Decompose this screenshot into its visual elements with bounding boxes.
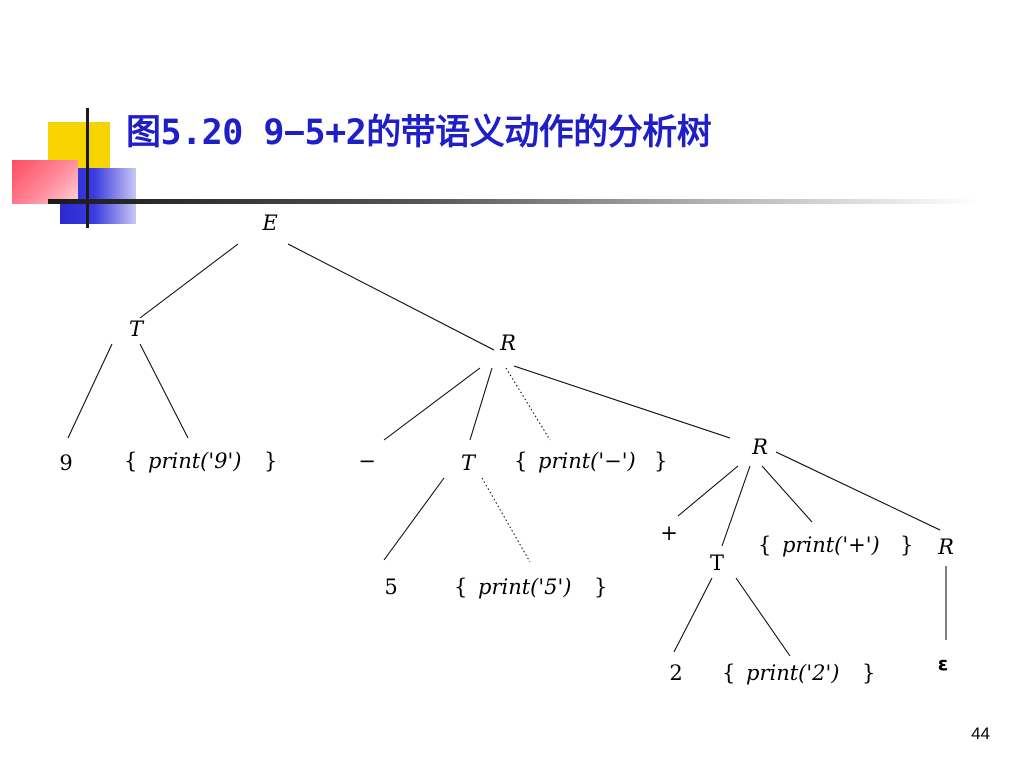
action-print-2: { print('2') } xyxy=(722,661,875,685)
node-T: T xyxy=(129,317,145,341)
edge-R-R xyxy=(513,365,731,439)
action-text: print('+') xyxy=(782,533,880,557)
title-underline xyxy=(48,199,978,204)
node-R: R xyxy=(499,331,516,355)
action-text: print('9') xyxy=(148,449,241,473)
edge-T-9 xyxy=(67,343,113,439)
edge-R-R2 xyxy=(775,451,941,531)
action-print-minus: { print('−') } xyxy=(514,449,667,473)
decor-red-square xyxy=(12,160,78,204)
leaf-plus: + xyxy=(660,521,678,545)
edge-T-2 xyxy=(673,577,713,653)
tree-edges xyxy=(67,243,947,657)
edge-R-actionMinus xyxy=(505,367,551,441)
action-print-5: { print('5') } xyxy=(454,575,607,599)
edge-T-action5 xyxy=(481,477,531,563)
edge-E-R xyxy=(287,243,495,351)
leaf-minus: − xyxy=(358,449,376,473)
action-print-9: { print('9') } xyxy=(124,449,277,473)
node-T-3: T xyxy=(710,551,724,575)
page-number: 44 xyxy=(971,724,990,743)
action-text: print('2') xyxy=(746,661,839,685)
node-R-3: R xyxy=(937,535,954,559)
edge-R-minus xyxy=(383,367,481,441)
edge-E-T xyxy=(139,243,239,319)
node-T-2: T xyxy=(461,451,477,475)
action-open-brace: { xyxy=(722,661,735,685)
edge-T-action9 xyxy=(139,343,189,439)
action-open-brace: { xyxy=(124,449,137,473)
action-open-brace: { xyxy=(758,533,771,557)
action-close-brace: } xyxy=(264,449,277,473)
node-R-2: R xyxy=(751,435,768,459)
edge-T-5 xyxy=(383,477,445,561)
action-close-brace: } xyxy=(862,661,875,685)
action-text: print('5') xyxy=(478,575,571,599)
action-open-brace: { xyxy=(514,449,527,473)
edge-R-T xyxy=(469,367,493,441)
action-close-brace: } xyxy=(654,449,667,473)
action-open-brace: { xyxy=(454,575,467,599)
edge-T-action2 xyxy=(735,577,791,657)
edge-R-plus xyxy=(677,465,739,517)
action-close-brace: } xyxy=(594,575,607,599)
edge-R-T2 xyxy=(721,465,751,547)
page-title: 图5.20 9−5+2的带语义动作的分析树 xyxy=(126,113,712,153)
decor-vertical-line xyxy=(86,108,89,228)
leaf-epsilon: ε xyxy=(938,653,949,675)
edge-R-actionPlus xyxy=(761,465,813,523)
leaf-5: 5 xyxy=(384,575,397,599)
leaf-9: 9 xyxy=(59,451,72,475)
leaf-2: 2 xyxy=(669,661,682,685)
action-print-plus: { print('+') } xyxy=(758,533,913,557)
node-E: E xyxy=(261,211,277,235)
action-text: print('−') xyxy=(538,449,636,473)
action-close-brace: } xyxy=(900,533,913,557)
